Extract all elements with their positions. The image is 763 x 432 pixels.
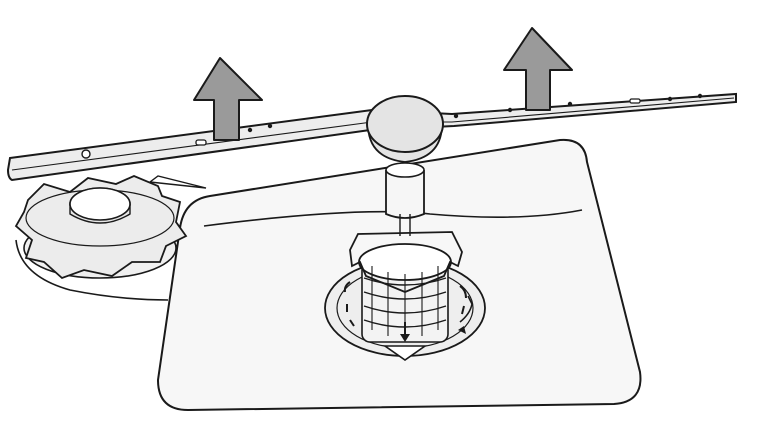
up-arrow-icon: [503, 27, 573, 111]
filter-knob: [14, 175, 188, 280]
down-arrow-icon: [400, 322, 410, 342]
rotate-arrow-icon: [458, 326, 466, 334]
drain-filter: [324, 231, 486, 361]
spray-arm-hub: [366, 95, 444, 163]
spray-arm-stem: [385, 162, 425, 236]
up-arrow-icon: [193, 57, 263, 141]
side-platform: [15, 239, 169, 301]
